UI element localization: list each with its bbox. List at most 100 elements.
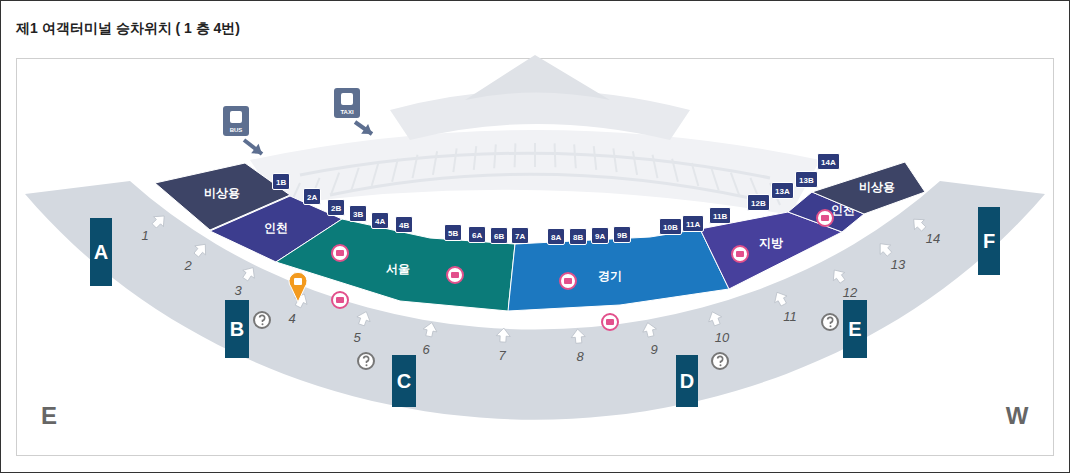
building-stripe xyxy=(474,146,477,170)
direction-arrow xyxy=(295,294,308,308)
platform-number: 14A xyxy=(821,158,836,167)
platform-number: 9B xyxy=(617,231,627,240)
building-stripe xyxy=(574,144,576,168)
bus-stop-ring xyxy=(332,245,348,261)
bus-stop-glyph xyxy=(336,250,344,256)
info-dot xyxy=(366,364,368,366)
platform-number: 13A xyxy=(775,187,790,196)
bus-stop-symbol xyxy=(602,314,618,330)
info-symbol xyxy=(358,353,374,369)
stop-number: 10 xyxy=(715,330,729,345)
direction-arrow xyxy=(833,270,845,283)
door-letter: F xyxy=(983,230,995,253)
platform-number: 10B xyxy=(663,223,678,232)
building-stripe xyxy=(613,148,616,172)
bus-stop-glyph xyxy=(451,272,459,278)
platform-tag: 12B xyxy=(747,194,770,211)
platform-tag: 13B xyxy=(795,171,818,188)
stop-number: 9 xyxy=(650,342,657,357)
road-band xyxy=(25,181,1045,420)
building-stripe xyxy=(413,155,418,178)
platform-number: 6B xyxy=(494,232,504,241)
stop-number: 1 xyxy=(141,228,148,243)
icon-glyph xyxy=(341,93,353,105)
icon-arrow-head xyxy=(361,124,372,134)
map-title: 제1 여객터미널 승차위치 ( 1 층 4번) xyxy=(16,20,240,38)
platform-number: 8A xyxy=(551,233,561,242)
gate-door: D xyxy=(676,355,698,407)
direction-arrow xyxy=(243,268,255,281)
bus-stop-ring xyxy=(332,292,348,308)
info-dot xyxy=(830,325,832,327)
stop-number: 13 xyxy=(891,257,905,272)
info-symbol xyxy=(712,353,728,369)
compass-label: E xyxy=(41,402,57,430)
bus-stop-glyph xyxy=(564,278,572,284)
info-mark xyxy=(718,356,723,363)
building-stripe xyxy=(594,146,597,170)
direction-arrow xyxy=(914,219,926,231)
bus-stop-ring xyxy=(560,273,576,289)
door-letter: C xyxy=(397,370,411,393)
bus-stop-symbol xyxy=(447,267,463,283)
icon-box xyxy=(334,88,360,118)
building-peak xyxy=(465,55,610,100)
bus-stop-symbol xyxy=(560,273,576,289)
icon-arrow-head xyxy=(251,144,262,154)
platform-tag: 7A xyxy=(511,227,529,244)
building-stripe xyxy=(392,159,398,182)
bus-stop-symbol xyxy=(817,210,833,226)
door-letter: D xyxy=(680,370,694,393)
icon-box xyxy=(223,106,249,136)
zone-name: 경기 xyxy=(598,268,622,285)
platform-number: 12B xyxy=(751,199,766,208)
platform-number: 8B xyxy=(573,233,583,242)
info-mark xyxy=(260,315,265,322)
pin-glyph xyxy=(294,278,302,285)
map-symbols xyxy=(152,88,926,369)
bus-icon xyxy=(223,106,262,154)
zone-name: 인천 xyxy=(264,220,288,237)
platform-tag: 9B xyxy=(613,226,631,243)
platform-number: 4A xyxy=(375,217,385,226)
direction-arrow xyxy=(643,323,657,337)
info-mark xyxy=(364,356,369,363)
building-stripe xyxy=(534,143,536,167)
platform-tag: 8A xyxy=(547,228,565,245)
info-symbol xyxy=(822,314,838,330)
direction-arrow xyxy=(571,329,585,343)
platform-tag: 9A xyxy=(591,227,609,244)
icon-caption: BUS xyxy=(230,127,243,133)
bus-stop-glyph xyxy=(736,251,744,257)
icon-glyph xyxy=(230,111,242,123)
platform-number: 7A xyxy=(515,232,525,241)
building-stripe xyxy=(372,163,379,186)
platform-tag: 6B xyxy=(490,227,508,244)
direction-arrow xyxy=(423,323,437,337)
map-frame xyxy=(17,59,1054,456)
stop-number: 11 xyxy=(783,309,797,324)
terminal-building xyxy=(250,55,820,215)
bus-stop-glyph xyxy=(336,297,344,303)
bus-stop-ring xyxy=(817,210,833,226)
direction-arrow xyxy=(775,292,787,306)
zone-name: 지방 xyxy=(759,235,783,252)
building-stripe xyxy=(692,163,699,186)
stop-number: 8 xyxy=(576,349,583,364)
platform-number: 2B xyxy=(331,204,341,213)
building-stripe xyxy=(433,151,437,175)
compass-label: W xyxy=(1006,402,1029,430)
location-pin xyxy=(289,272,307,302)
platform-tag: 4B xyxy=(395,216,413,233)
platform-tag: 11A xyxy=(682,215,704,232)
building-stripe xyxy=(731,173,739,196)
